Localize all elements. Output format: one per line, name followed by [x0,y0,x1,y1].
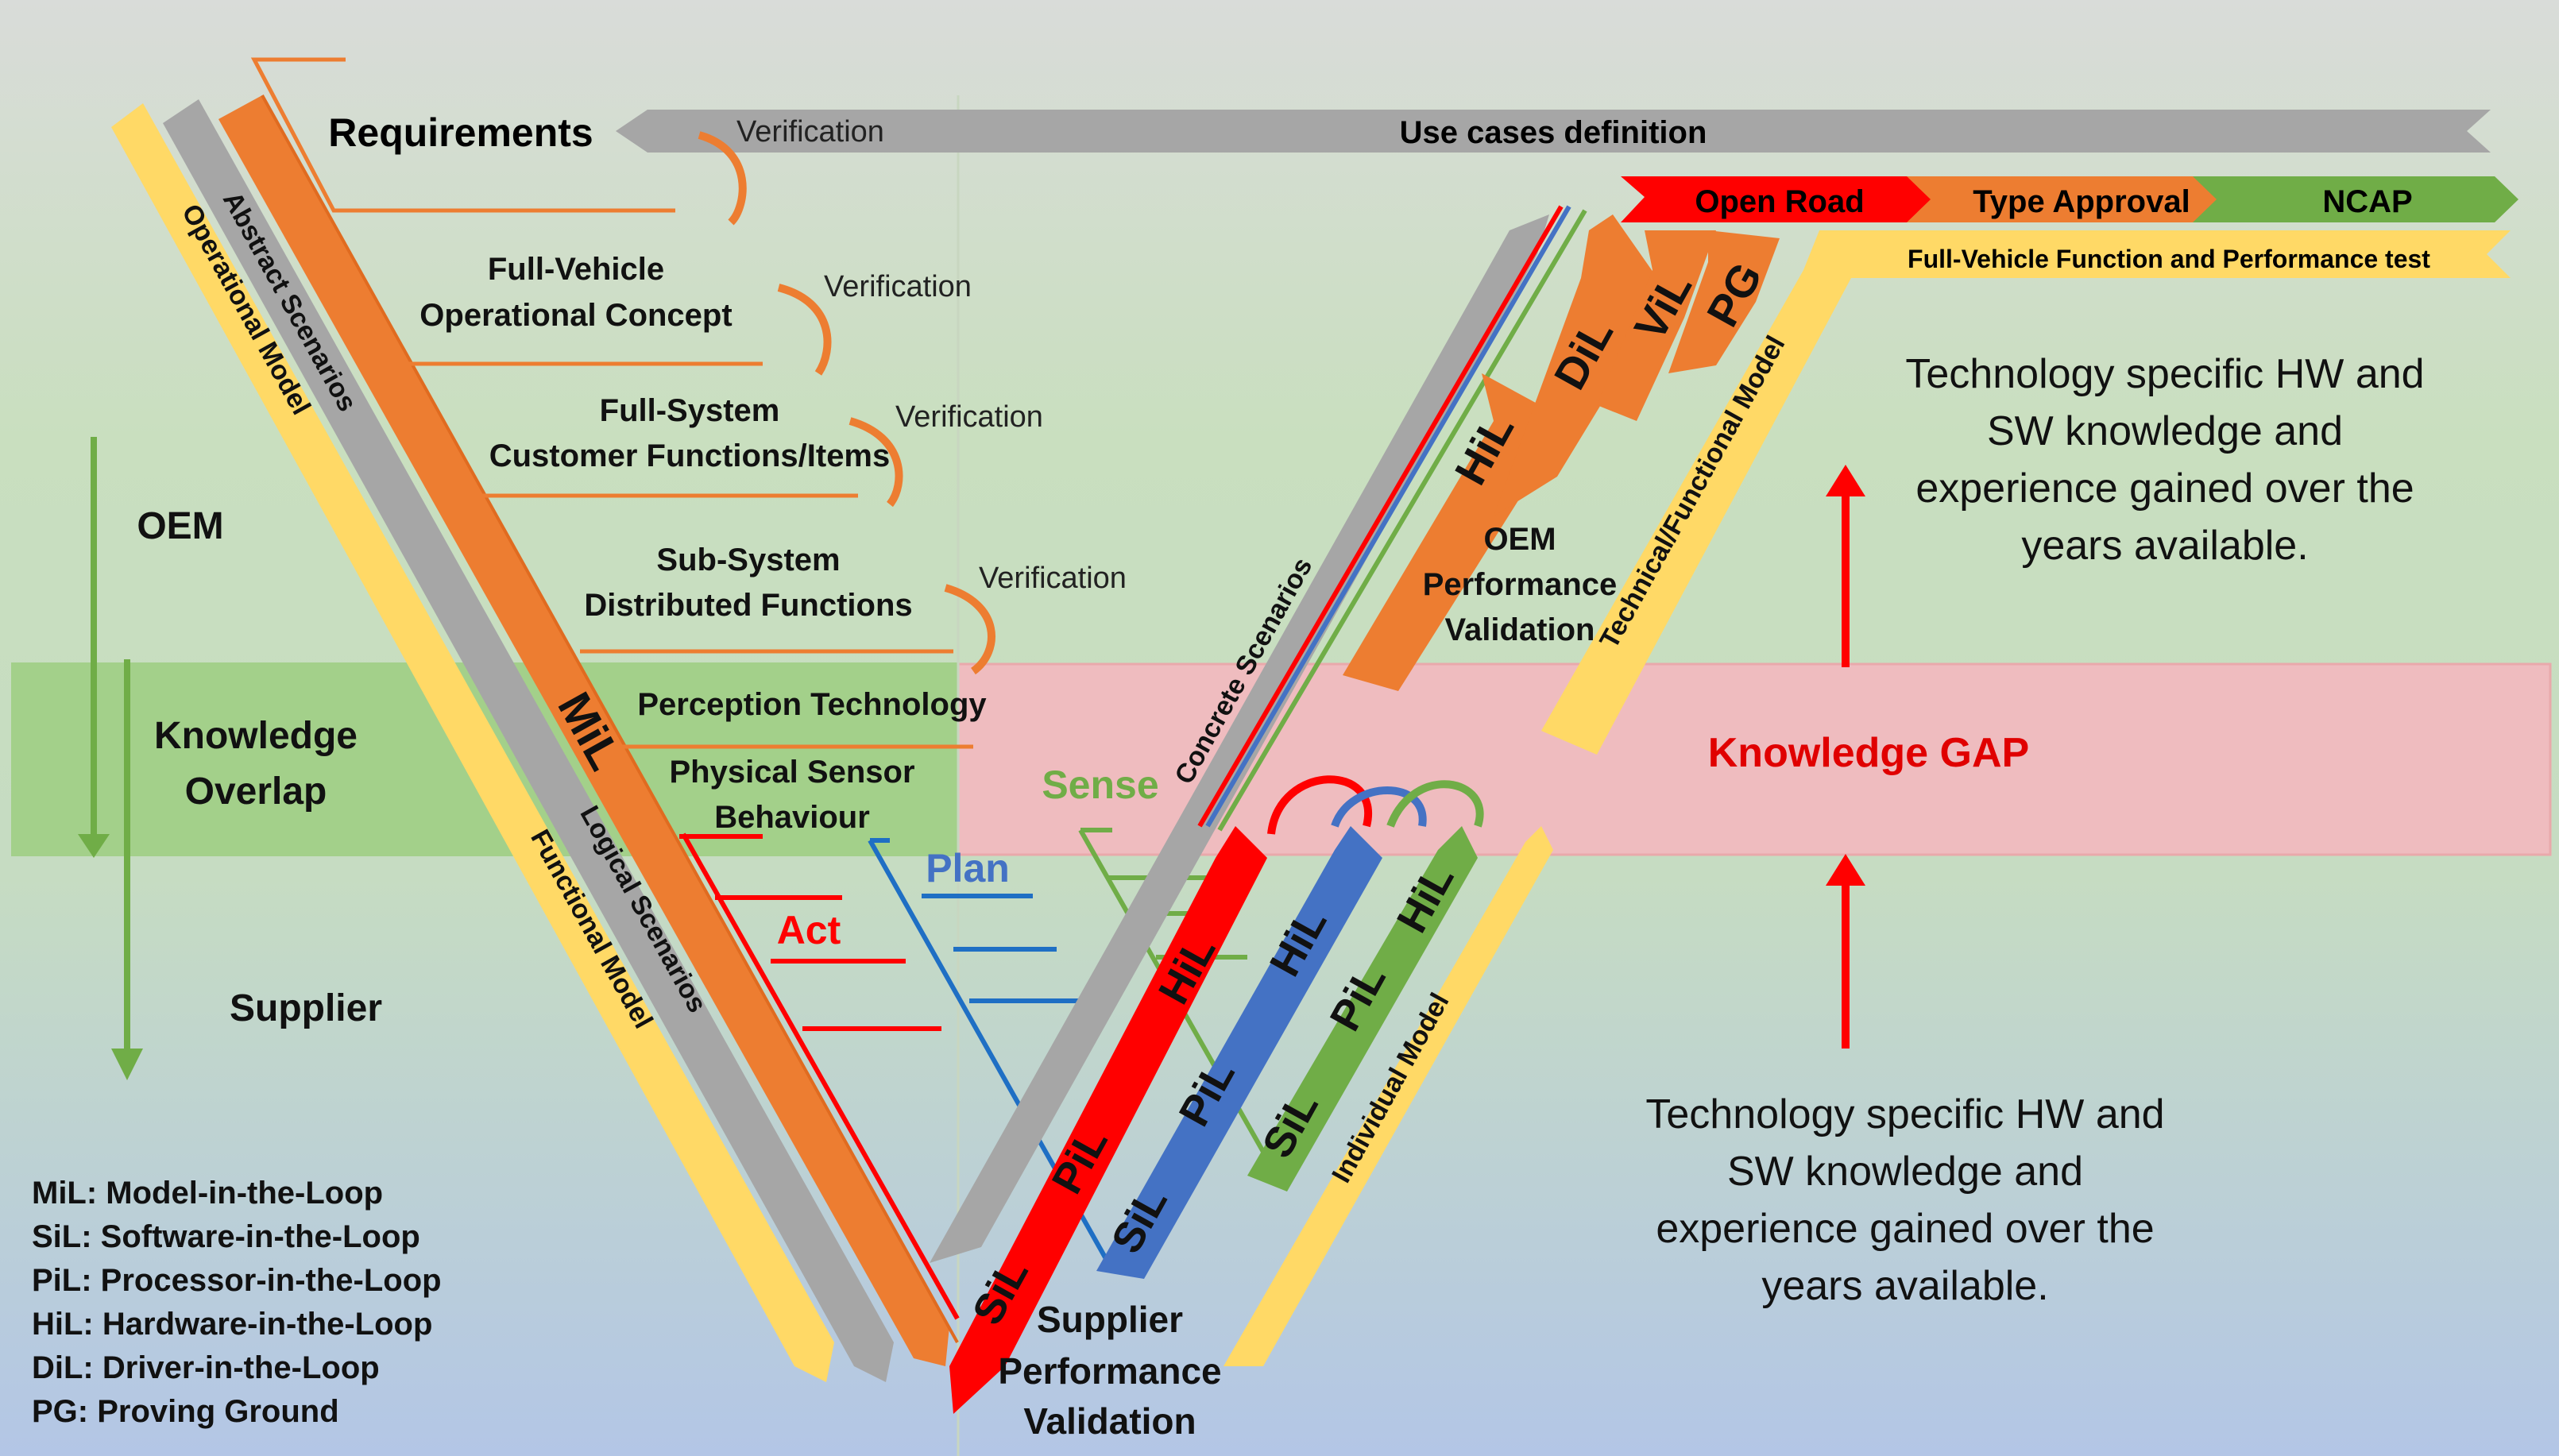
legend-mil: MiL: Model-in-the-Loop [32,1176,383,1211]
blue-supplier-arrow [1096,826,1382,1279]
supplier-perf-label-1: Supplier [1037,1299,1183,1340]
red-supplier-arrow [949,826,1267,1414]
loop-arrow-red [1267,775,1372,835]
supplier-label: Supplier [230,987,382,1029]
blue-stripe [1205,205,1571,828]
green-stripe [1217,209,1587,832]
verification-arrow-4 [944,584,995,675]
knowledge-overlap-label-1: Knowledge [154,715,358,757]
gap-up-arrow-top-head [1826,465,1865,496]
legend-sil: SiL: Software-in-the-Loop [32,1219,420,1254]
knowledge-text-bottom-4: years available. [1761,1263,2048,1309]
act-bracket [681,832,960,1320]
verification-arrow-2 [777,284,832,376]
dil-arrow [1494,214,1668,516]
technical-model-band [1541,230,2511,755]
full-vehicle-label-1: Full-Vehicle [488,252,664,287]
knowledge-text-top-3: experience gained over the [1915,465,2414,512]
gap-up-arrow-bottom-head [1826,854,1865,886]
mil-band [218,95,949,1366]
requirements-label: Requirements [328,110,593,155]
act-label: Act [777,908,841,952]
hil-oem-arrow [1343,373,1569,691]
ncap-label: NCAP [2322,184,2412,219]
loop-arrow-green [1386,780,1484,828]
type-approval-arrow [1907,176,2232,222]
supplier-perf-label-2: Performance [998,1350,1221,1392]
full-vehicle-test-label: Full-Vehicle Function and Performance te… [1908,245,2430,273]
knowledge-text-top-4: years available. [2021,523,2308,569]
full-vehicle-label-2: Operational Concept [419,298,732,333]
requirements-bracket [250,57,675,213]
supplier-perf-label-3: Validation [1023,1400,1196,1442]
use-cases-arrow [616,110,2491,153]
knowledge-text-bottom-3: experience gained over the [1656,1206,2154,1252]
verification-label-3: Verification [895,400,1043,434]
type-approval-label: Type Approval [1973,184,2190,219]
knowledge-gap-label: Knowledge GAP [1708,730,2029,776]
physical-sensor-label-2: Behaviour [714,800,870,835]
verification-label-4: Verification [979,562,1127,595]
verification-arrow-1 [698,131,747,226]
abstract-scenarios-band [163,99,894,1382]
full-system-label-1: Full-System [600,393,780,428]
sense-label: Sense [1042,763,1158,807]
vil-arrow [1597,230,1716,421]
concrete-scenarios-band [930,214,1549,1263]
knowledge-text-top-1: Technology specific HW and [1905,351,2424,397]
physical-sensor-label-1: Physical Sensor [669,755,914,790]
oem-perf-label-1: OEM [1483,522,1556,557]
open-road-arrow [1621,176,1946,222]
supplier-down-arrow-head [111,1049,143,1080]
open-road-label: Open Road [1695,184,1864,219]
oem-label: OEM [137,505,223,547]
verification-arrow-3 [848,417,903,508]
knowledge-text-top-2: SW knowledge and [1987,408,2343,454]
red-stripe [1197,205,1564,828]
legend-hil: HiL: Hardware-in-the-Loop [32,1307,432,1342]
legend-dil: DiL: Driver-in-the-Loop [32,1350,380,1385]
knowledge-text-bottom-2: SW knowledge and [1727,1149,2083,1195]
legend-pg: PG: Proving Ground [32,1394,339,1429]
knowledge-overlap-label-2: Overlap [185,770,327,813]
loop-arrow-blue [1331,786,1427,828]
sub-system-label-1: Sub-System [656,543,840,577]
full-system-label-2: Customer Functions/Items [489,438,891,473]
individual-model-band [1223,826,1553,1366]
oem-perf-label-3: Validation [1445,612,1595,647]
pg-arrow [1668,230,1780,373]
green-supplier-arrow [1247,826,1478,1191]
operational-model-band [111,103,834,1382]
plan-label: Plan [926,846,1010,890]
legend-pil: PiL: Processor-in-the-Loop [32,1263,442,1298]
perception-label: Perception Technology [637,687,987,722]
verification-label-2: Verification [824,270,972,303]
knowledge-text-bottom-1: Technology specific HW and [1645,1091,2164,1137]
use-cases-label: Use cases definition [1400,115,1707,150]
oem-perf-label-2: Performance [1423,567,1618,602]
verification-label-1: Verification [736,115,884,149]
ncap-arrow [2193,176,2518,222]
mil-band-edge [261,95,959,1343]
sub-system-label-2: Distributed Functions [584,588,912,623]
oem-down-arrow-head [78,834,110,858]
